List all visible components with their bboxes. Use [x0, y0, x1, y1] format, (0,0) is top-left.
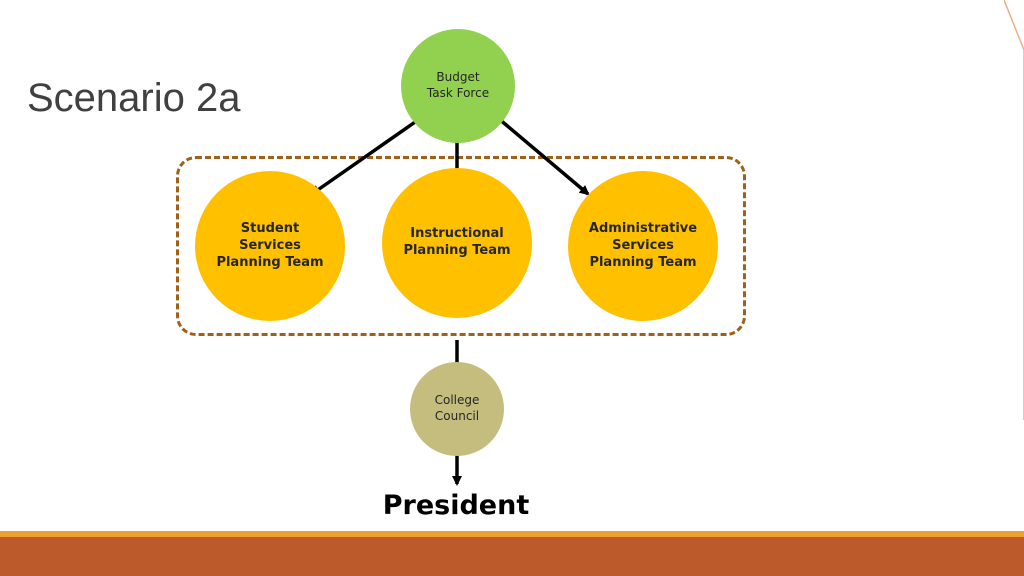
bottom-band-accent-stripe [0, 531, 1024, 537]
node-instructional-label: Instructional Planning Team [403, 226, 511, 258]
node-student-services-planning-team: Student Services Planning Team [195, 171, 345, 321]
node-instructional-planning-team: Instructional Planning Team [382, 168, 532, 318]
node-college-council-label: College Council [434, 393, 480, 423]
corner-accent-line [1004, 0, 1024, 420]
node-student-services-label: Student Services Planning Team [216, 220, 324, 270]
node-administrative-services-planning-team: Administrative Services Planning Team [568, 171, 718, 321]
bottom-band-main-stripe [0, 537, 1024, 576]
bottom-decorative-band [0, 531, 1024, 576]
final-node-president: President [382, 490, 530, 521]
node-budget-task-force: Budget Task Force [401, 29, 515, 143]
node-budget-task-force-label: Budget Task Force [426, 70, 490, 100]
node-college-council: College Council [410, 362, 504, 456]
node-administrative-label: Administrative Services Planning Team [588, 220, 698, 270]
slide-title: Scenario 2a [27, 76, 241, 120]
